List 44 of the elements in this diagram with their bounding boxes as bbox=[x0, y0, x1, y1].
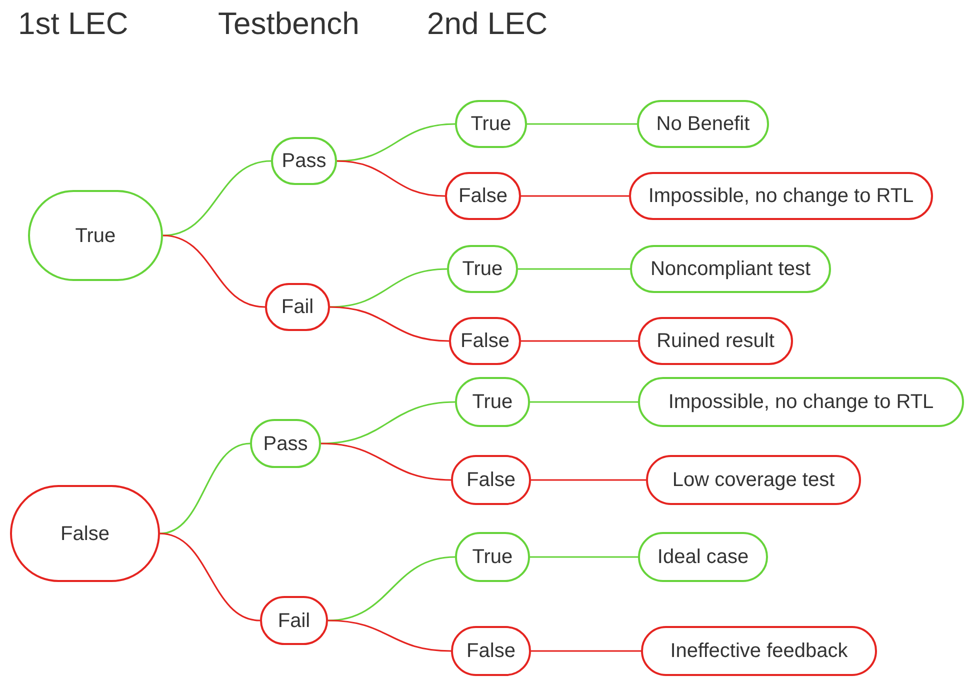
connector bbox=[160, 532, 260, 622]
rounded-node: True bbox=[455, 377, 530, 427]
rounded-node: Impossible, no change to RTL bbox=[638, 377, 964, 427]
connector bbox=[328, 556, 456, 622]
connector bbox=[527, 123, 637, 125]
connector bbox=[162, 234, 266, 308]
rounded-node: True bbox=[447, 245, 518, 293]
rounded-node: True bbox=[28, 190, 163, 281]
connector bbox=[336, 123, 456, 162]
connector bbox=[330, 306, 450, 342]
rounded-node: False bbox=[449, 317, 521, 365]
connector bbox=[521, 340, 638, 342]
column-heading: 1st LEC bbox=[18, 5, 128, 43]
connector bbox=[530, 556, 638, 558]
rounded-node: Low coverage test bbox=[646, 455, 861, 505]
connector bbox=[320, 442, 452, 481]
rounded-node: True bbox=[455, 100, 527, 148]
rounded-node: Ruined result bbox=[638, 317, 793, 365]
rounded-node: True bbox=[455, 532, 530, 582]
column-heading: Testbench bbox=[218, 5, 360, 43]
connector bbox=[330, 268, 448, 308]
rounded-node: Pass bbox=[271, 137, 337, 185]
column-heading: 2nd LEC bbox=[427, 5, 548, 43]
rounded-node: No Benefit bbox=[637, 100, 769, 148]
connector bbox=[531, 479, 646, 481]
rounded-node: Ideal case bbox=[638, 532, 768, 582]
connector bbox=[162, 160, 272, 236]
rounded-node: False bbox=[445, 172, 521, 220]
connector bbox=[530, 401, 638, 403]
rounded-node: Impossible, no change to RTL bbox=[629, 172, 933, 220]
connector bbox=[160, 442, 250, 534]
rounded-node: Noncompliant test bbox=[630, 245, 831, 293]
connector bbox=[521, 195, 629, 197]
connector bbox=[531, 650, 641, 652]
rounded-node: Fail bbox=[260, 596, 328, 645]
rounded-node: Pass bbox=[250, 419, 321, 468]
rounded-node: False bbox=[10, 485, 160, 582]
rounded-node: False bbox=[451, 455, 531, 505]
rounded-node: False bbox=[451, 626, 531, 676]
connector bbox=[336, 160, 446, 197]
rounded-node: Fail bbox=[265, 283, 330, 331]
rounded-node: Ineffective feedback bbox=[641, 626, 877, 676]
connector bbox=[518, 268, 630, 270]
connector bbox=[328, 620, 452, 652]
